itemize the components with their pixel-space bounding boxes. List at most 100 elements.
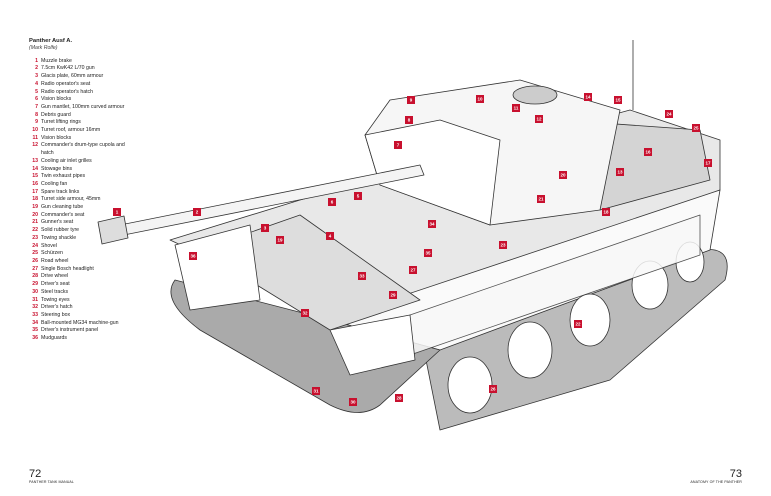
left-folio: 72 PANTHER TANK MANUAL xyxy=(29,469,75,485)
legend-label: Muzzle brake xyxy=(41,57,72,64)
legend-label: Gun cleaning tube xyxy=(41,204,84,211)
legend-label: Commander's seat xyxy=(41,211,85,218)
legend-number: 18 xyxy=(32,196,38,203)
legend-number: 1 xyxy=(35,57,38,64)
callout-number: 12 xyxy=(536,117,542,122)
callout-number: 25 xyxy=(693,126,699,131)
legend-number: 29 xyxy=(32,281,38,288)
legend-number: 17 xyxy=(32,188,38,195)
callout-marker: 15 xyxy=(614,96,622,104)
callout-number: 8 xyxy=(408,118,411,123)
running-title-right: ANATOMY OF THE PANTHER xyxy=(690,480,742,484)
callout-marker: 29 xyxy=(389,291,397,299)
callout-marker: 22 xyxy=(574,320,582,328)
callout-number: 16 xyxy=(645,150,651,155)
callout-number: 21 xyxy=(538,197,544,202)
running-title-left: PANTHER TANK MANUAL xyxy=(29,480,75,484)
callout-number: 30 xyxy=(350,400,356,405)
legend-number: 32 xyxy=(32,304,38,311)
callout-number: 7 xyxy=(397,143,400,148)
callout-number: 17 xyxy=(705,161,711,166)
legend-number: 30 xyxy=(32,288,38,295)
callout-marker: 1 xyxy=(113,208,121,216)
legend-label: Cooling fan xyxy=(41,180,68,187)
legend-number: 11 xyxy=(32,134,38,141)
callout-number: 14 xyxy=(585,95,591,100)
legend-number: 13 xyxy=(32,157,38,164)
legend-number: 14 xyxy=(32,165,38,172)
legend-label: Driver's seat xyxy=(41,281,70,288)
callout-number: 24 xyxy=(666,112,672,117)
legend-number: 15 xyxy=(32,173,38,180)
callout-marker: 32 xyxy=(301,309,309,317)
callout-number: 11 xyxy=(514,106,519,111)
callout-marker: 23 xyxy=(499,241,507,249)
callout-number: 33 xyxy=(359,274,365,279)
legend-label: Steering box xyxy=(41,311,71,318)
right-folio: 73 ANATOMY OF THE PANTHER xyxy=(690,469,742,485)
legend-label: Ball-mounted MG34 machine-gun xyxy=(41,319,119,326)
legend-label: Towing eyes xyxy=(41,296,70,303)
callout-number: 23 xyxy=(500,243,506,248)
callout-number: 32 xyxy=(302,311,308,316)
legend-number: 22 xyxy=(32,227,38,234)
legend-label: Shovel xyxy=(41,242,57,249)
callout-number: 9 xyxy=(410,98,413,103)
legend-number: 4 xyxy=(35,80,38,87)
legend-label: Gun mantlet, 100mm curved armour xyxy=(41,103,125,110)
legend-number: 31 xyxy=(32,296,38,303)
callout-number: 22 xyxy=(575,322,581,327)
callout-number: 31 xyxy=(313,389,319,394)
callout-marker: 5 xyxy=(354,192,362,200)
legend-label: Mudguards xyxy=(41,335,67,342)
legend-number: 9 xyxy=(35,119,38,126)
callout-marker: 9 xyxy=(407,96,415,104)
callout-number: 10 xyxy=(477,97,483,102)
legend-number: 36 xyxy=(32,335,38,342)
callout-marker: 28 xyxy=(395,394,403,402)
legend-label: Glacis plate, 60mm armour xyxy=(41,73,104,80)
legend-number: 12 xyxy=(32,142,38,149)
legend-label: Drive wheel xyxy=(41,273,69,280)
callout-marker: 2 xyxy=(193,208,201,216)
callout-marker: 4 xyxy=(326,232,334,240)
callout-number: 20 xyxy=(560,173,566,178)
legend-label: 7.5cm KwK42 L/70 gun xyxy=(41,65,95,72)
legend-number: 23 xyxy=(32,234,38,241)
track-left xyxy=(170,279,441,413)
legend-label: Debris guard xyxy=(41,111,71,118)
legend-label: Solid rubber tyre xyxy=(41,227,80,234)
mudguard xyxy=(174,224,261,311)
legend-label: Towing shackle xyxy=(41,234,77,241)
callout-marker: 33 xyxy=(358,272,366,280)
legend-number: 21 xyxy=(32,219,38,226)
legend-label: Single Bosch headlight xyxy=(41,265,94,272)
legend-label: Turret lifting rings xyxy=(41,119,81,126)
callout-number: 27 xyxy=(410,268,416,273)
legend-number: 26 xyxy=(32,257,38,264)
illustration-credit: (Mark Rolfe) xyxy=(29,45,58,51)
callout-marker: 8 xyxy=(405,116,413,124)
